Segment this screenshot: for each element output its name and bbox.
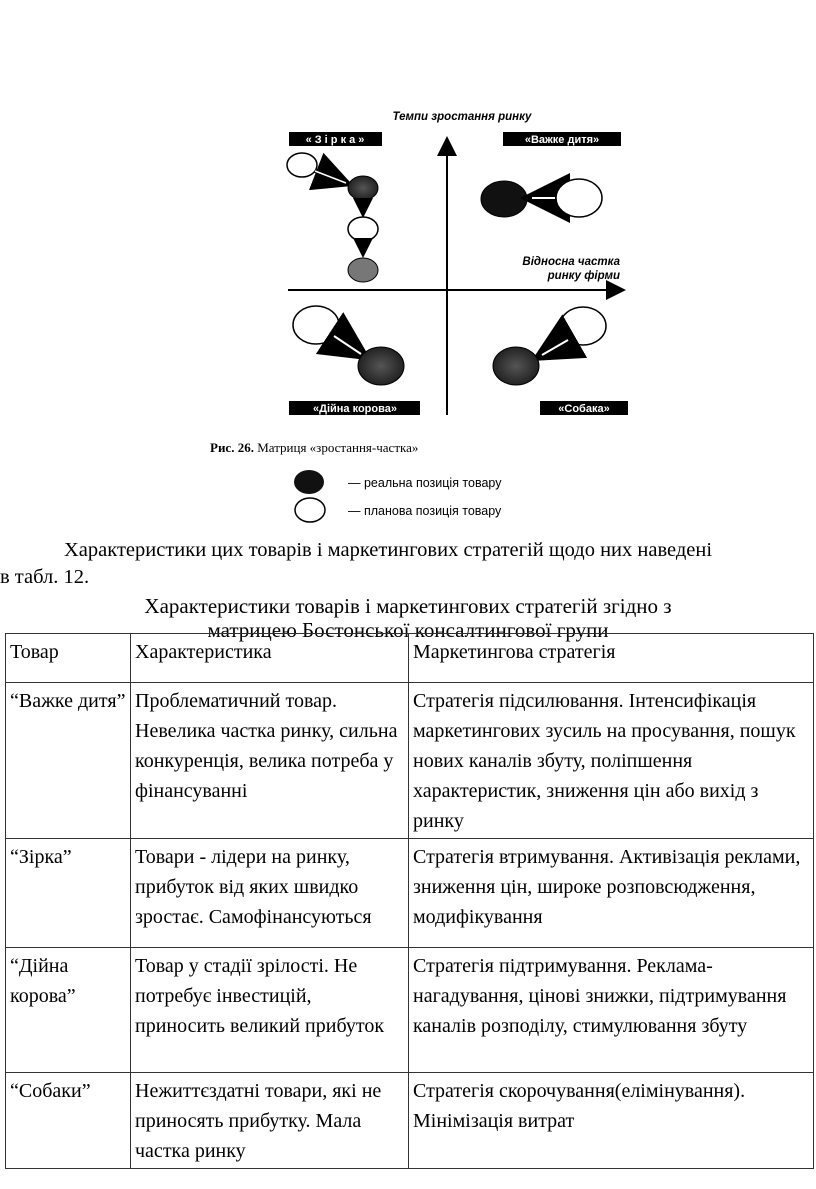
legend-planned-icon <box>294 497 326 523</box>
figure-caption: Рис. 26. Матриця «зростання-частка» <box>210 440 418 455</box>
product-cell: “Дійна корова” <box>5 947 131 1073</box>
quadrant-label-problem-child: «Важке дитя» <box>503 132 621 146</box>
svg-text:« З і р к а »: « З і р к а » <box>306 134 365 146</box>
header-cell: Товар <box>5 633 131 683</box>
characteristic-cell: Товар у стадії зрілості. Не потребує інв… <box>130 947 409 1073</box>
header-cell: Маркетингова стратегія <box>408 633 814 683</box>
strategy-cell: Стратегія підсилювання. Інтенсифікація м… <box>408 682 814 839</box>
table-row: “Дійна корова” Товар у стадії зрілості. … <box>5 947 814 1073</box>
table-title-line-1: Характеристики товарів і маркетингових с… <box>144 594 672 618</box>
strategy-cell: Стратегія скорочування(елімінування). Мі… <box>408 1072 814 1169</box>
table-row: “Собаки” Нежиттєздатні товари, які не пр… <box>5 1072 814 1169</box>
quadrant-label-star: « З і р к а » <box>289 132 382 146</box>
quadrant-label-dog: «Собака» <box>540 401 628 415</box>
legend-real-label: — реальна позиція товару <box>348 476 502 490</box>
paragraph-line-1: Характеристики цих товарів і маркетингов… <box>64 539 713 561</box>
characteristic-cell: Нежиттєздатні товари, які не приносять п… <box>130 1072 409 1169</box>
legend-planned-label: — планова позиція товару <box>348 504 502 518</box>
svg-text:«Важке дитя»: «Важке дитя» <box>525 134 599 146</box>
header-cell: Характеристика <box>130 633 409 683</box>
characteristic-cell: Проблематичний товар. Невелика частка ри… <box>130 682 409 839</box>
strategy-cell: Стратегія втримування. Активізація рекла… <box>408 838 814 948</box>
legend-real-icon <box>294 470 324 494</box>
strategy-cell: Стратегія підтримування. Реклама-нагадув… <box>408 947 814 1073</box>
table-row: “Зірка” Товари - лідери на ринку, прибут… <box>5 838 814 948</box>
svg-text:«Собака»: «Собака» <box>558 403 609 415</box>
real-position-circle <box>347 175 379 201</box>
characteristic-cell: Товари - лідери на ринку, прибуток від я… <box>130 838 409 948</box>
bcg-strategy-table: Товар Характеристика Маркетингова страте… <box>5 633 814 1169</box>
product-cell: “Важке дитя” <box>5 682 131 839</box>
svg-text:«Дійна корова»: «Дійна корова» <box>313 403 397 415</box>
paragraph-line-2: в табл. 12. <box>0 566 90 588</box>
product-cell: “Собаки” <box>5 1072 131 1169</box>
table-row: “Важке дитя” Проблематичний товар. Невел… <box>5 682 814 839</box>
quadrant-label-cash-cow: «Дійна корова» <box>289 401 420 415</box>
product-cell: “Зірка” <box>5 838 131 948</box>
table-header-row: Товар Характеристика Маркетингова страте… <box>5 633 814 683</box>
y-axis-label: Темпи зростання ринку <box>393 111 532 123</box>
